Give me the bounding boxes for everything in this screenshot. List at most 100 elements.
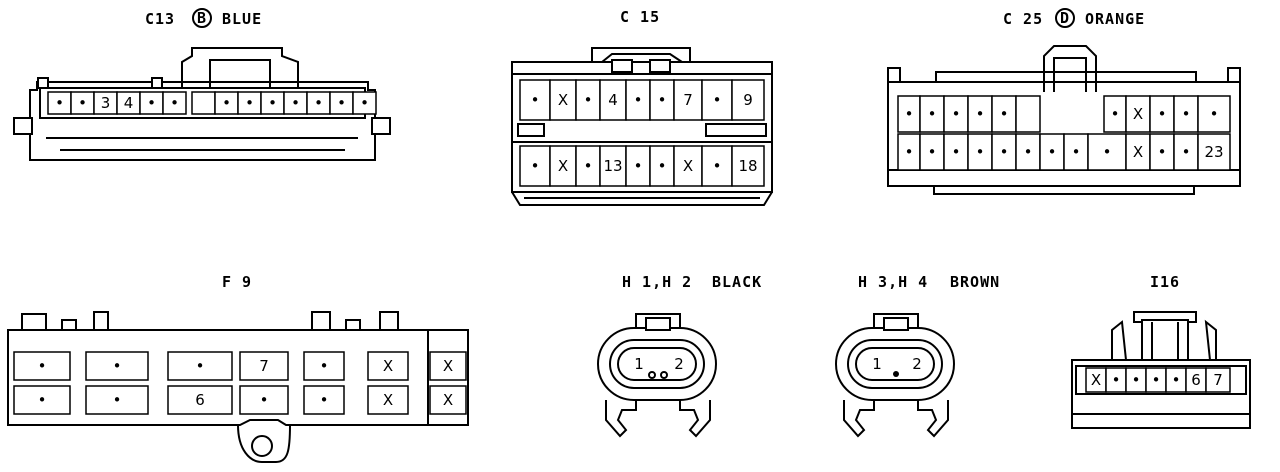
c15-cavity-box bbox=[625, 79, 651, 121]
c25-cavity-label: • bbox=[1210, 105, 1219, 123]
c15-cavity-box bbox=[549, 145, 577, 187]
c25-cavity-label: • bbox=[1182, 105, 1191, 123]
c13-cavity-label: • bbox=[222, 94, 231, 112]
c25-cavity-label: • bbox=[1048, 143, 1057, 161]
c15-cavity-box bbox=[731, 145, 765, 187]
i16-cavity-label: 7 bbox=[1213, 371, 1223, 389]
i16-cavity-box bbox=[1205, 367, 1231, 393]
c25-cavity-label: • bbox=[905, 105, 914, 123]
f9-cavity-box bbox=[367, 351, 409, 381]
c15-name: C 15 bbox=[620, 8, 660, 26]
f9-cavity-label: X bbox=[443, 391, 453, 409]
c25-cavity-box bbox=[1015, 95, 1041, 133]
c25-cavity-label: X bbox=[1133, 105, 1143, 123]
c15-cavity-label: 9 bbox=[743, 91, 753, 109]
f9-cavity-box bbox=[303, 351, 345, 381]
c25-cavity-label: • bbox=[1072, 143, 1081, 161]
c13-cavity-box bbox=[191, 91, 216, 115]
c25-cavity-box bbox=[1197, 95, 1231, 133]
c15-cavity-label: X bbox=[558, 91, 568, 109]
f9-cavity-box bbox=[13, 351, 71, 381]
c25-cavity-box bbox=[991, 95, 1017, 133]
c25-cavity-label: • bbox=[1000, 143, 1009, 161]
f9-cavity-label: • bbox=[320, 357, 329, 375]
c25-cavity-label: • bbox=[928, 105, 937, 123]
c15-cavity-box bbox=[519, 145, 551, 187]
c13-color: BLUE bbox=[222, 10, 262, 28]
c25-cavity-label: • bbox=[928, 143, 937, 161]
f9-cavity-label: • bbox=[38, 357, 47, 375]
c25-cavity-box bbox=[943, 133, 969, 171]
c15-cavities: •X•4••7•9•X•13••X•18 bbox=[519, 79, 765, 187]
c13-cavity-label: 3 bbox=[101, 94, 111, 112]
c25-cavity-box bbox=[1039, 133, 1065, 171]
c25-cavity-box bbox=[1063, 133, 1089, 171]
c13-cavity-label: • bbox=[78, 94, 87, 112]
title-c25: C 25 D ORANGE bbox=[1003, 8, 1145, 28]
c25-cavity-label: • bbox=[1158, 143, 1167, 161]
c15-cavity-label: 7 bbox=[683, 91, 693, 109]
f9-cavity-label: • bbox=[113, 357, 122, 375]
f9-cavity-label: X bbox=[383, 357, 393, 375]
c25-cavity-box bbox=[1015, 133, 1041, 171]
c15-cavity-label: • bbox=[584, 157, 593, 175]
c25-cavity-label: • bbox=[1182, 143, 1191, 161]
title-h34: H 3,H 4 BROWN bbox=[858, 273, 999, 291]
c25-color: ORANGE bbox=[1085, 10, 1145, 28]
c25-cavity-box bbox=[1149, 95, 1175, 133]
f9-cavity-box bbox=[13, 385, 71, 415]
h12-color: BLACK bbox=[712, 273, 762, 291]
f9-cavity-label: 6 bbox=[195, 391, 205, 409]
c13-cavity-label: • bbox=[55, 94, 64, 112]
c15-cavity-label: X bbox=[558, 157, 568, 175]
i16-cavity-label: 6 bbox=[1191, 371, 1201, 389]
c15-cavity-box bbox=[673, 79, 703, 121]
f9-cavity-box bbox=[303, 385, 345, 415]
f9-cavity-label: • bbox=[38, 391, 47, 409]
title-i16: I16 bbox=[1150, 273, 1180, 291]
c13-cavity-label: • bbox=[170, 94, 179, 112]
f9-cavity-label: • bbox=[113, 391, 122, 409]
c15-cavity-label: • bbox=[584, 91, 593, 109]
c15-cavity-label: • bbox=[713, 157, 722, 175]
c15-cavity-label: • bbox=[634, 91, 643, 109]
f9-cavity-label: • bbox=[260, 391, 269, 409]
c15-cavity-box bbox=[731, 79, 765, 121]
c13-cavity-label: • bbox=[314, 94, 323, 112]
c25-cavity-label: • bbox=[952, 143, 961, 161]
f9-cavity-label: 7 bbox=[259, 357, 269, 375]
c13-cavity-label: • bbox=[245, 94, 254, 112]
c25-cavity-label: • bbox=[1103, 143, 1112, 161]
c25-letter-circle bbox=[1055, 8, 1075, 28]
c25-cavity-label: 23 bbox=[1204, 143, 1223, 161]
c25-cavity-label: • bbox=[976, 143, 985, 161]
c15-cavity-label: • bbox=[531, 91, 540, 109]
h34-name: H 3,H 4 bbox=[858, 273, 928, 291]
i16-name: I16 bbox=[1150, 273, 1180, 291]
f9-cavity-box bbox=[429, 351, 467, 381]
c25-cavity-label: X bbox=[1133, 143, 1143, 161]
c25-cavity-label: • bbox=[1158, 105, 1167, 123]
i16-cavity-label: • bbox=[1152, 371, 1161, 389]
i16-cavity-label: • bbox=[1172, 371, 1181, 389]
f9-cavity-label: • bbox=[196, 357, 205, 375]
f9-cavity-box bbox=[85, 385, 149, 415]
c25-cavity-label: • bbox=[1111, 105, 1120, 123]
h12-cavity-label: 1 bbox=[634, 355, 644, 373]
c15-cavity-label: • bbox=[634, 157, 643, 175]
c15-cavity-label: 4 bbox=[608, 91, 618, 109]
f9-cavity-box bbox=[239, 351, 289, 381]
f9-cavity-label: X bbox=[443, 357, 453, 375]
c15-cavity-box bbox=[701, 79, 733, 121]
c15-cavity-box bbox=[625, 145, 651, 187]
c13-cavity-label: • bbox=[337, 94, 346, 112]
c25-cavity-box bbox=[967, 133, 993, 171]
c13-cavity-label: • bbox=[291, 94, 300, 112]
c15-cavity-label: • bbox=[713, 91, 722, 109]
i16-cavity-label: X bbox=[1091, 371, 1101, 389]
